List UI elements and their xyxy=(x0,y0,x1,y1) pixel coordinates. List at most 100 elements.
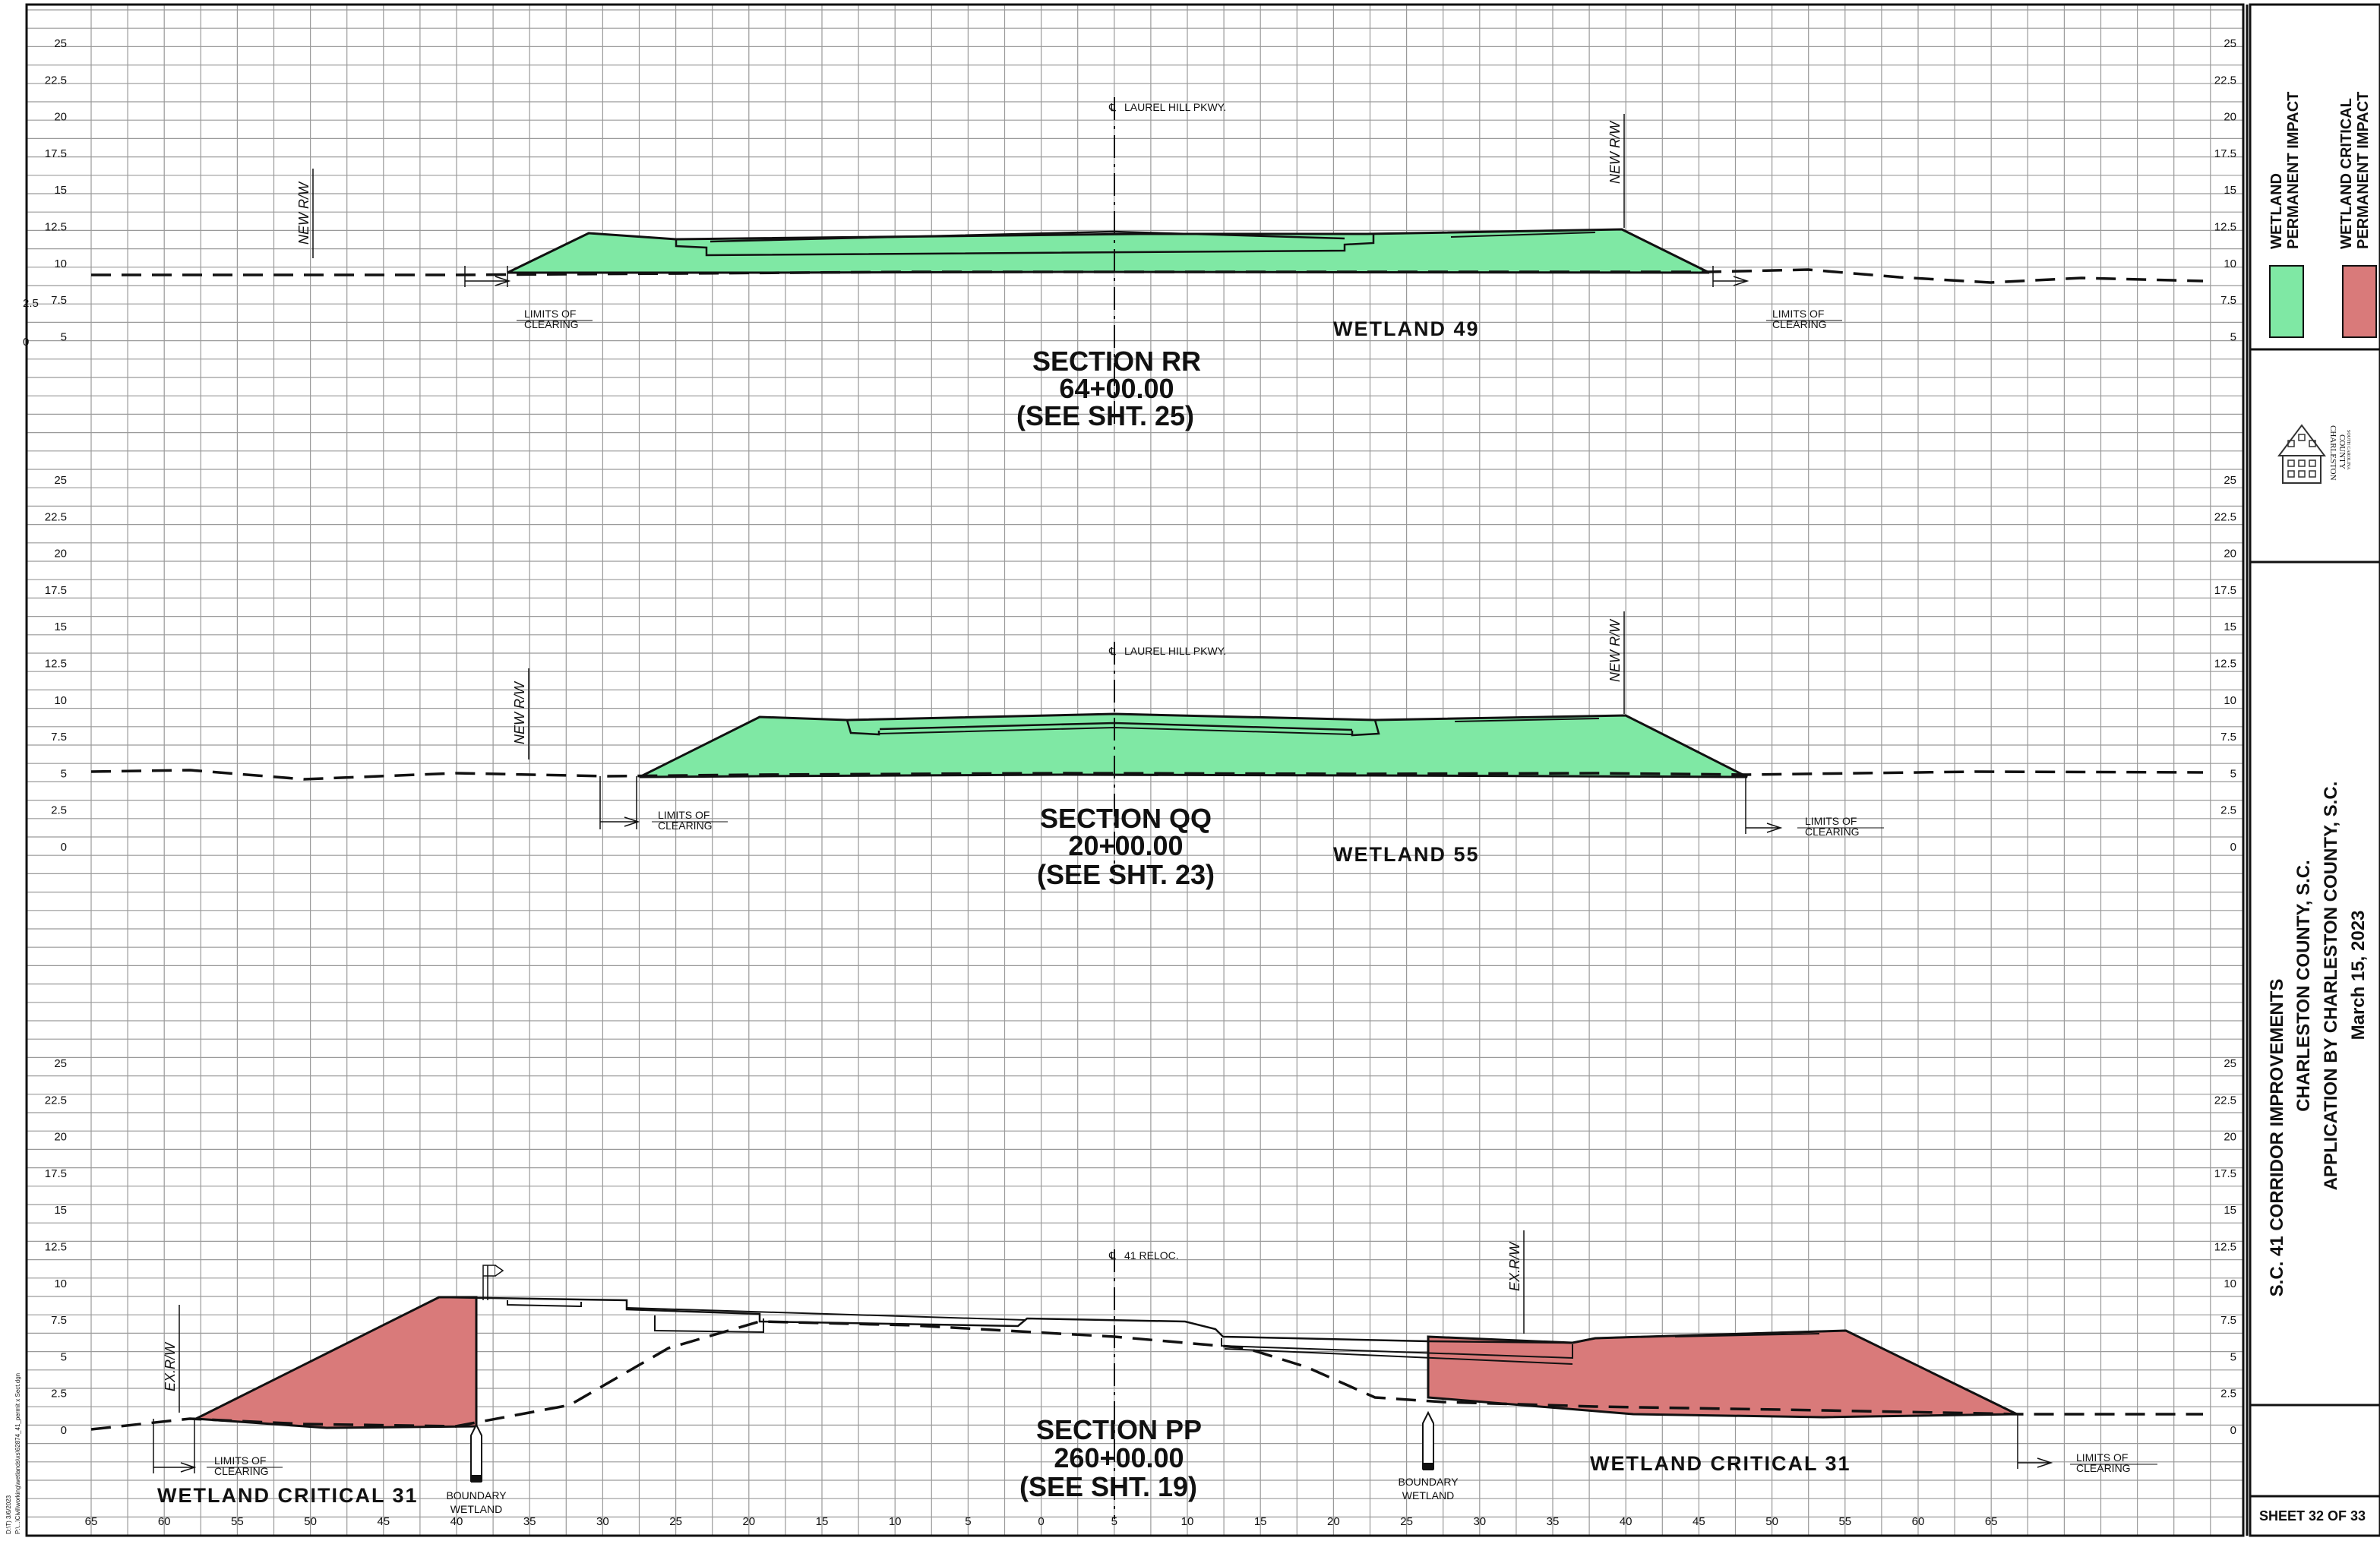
logo-line3: SOUTH CAROLINA xyxy=(2346,430,2350,470)
section-qq: ℄ LAUREL HILL PKWY. NEW R/W NEW R/W LIMI… xyxy=(90,611,2204,890)
centerline-label: 41 RELOC. xyxy=(1124,1249,1179,1262)
offset-tick-label: 5 xyxy=(965,1515,971,1528)
elevation-tick-label: 5 xyxy=(2230,1350,2236,1363)
elevation-tick-label: 15 xyxy=(54,184,67,197)
elevation-tick-label: 2.5 xyxy=(2220,804,2236,817)
wetland-critical-impact-left xyxy=(191,1296,478,1429)
section-title: SECTION RR xyxy=(1032,346,1201,377)
left-clearing-line1: LIMITS OF xyxy=(214,1454,266,1467)
offset-tick-label: 20 xyxy=(742,1515,755,1528)
section-pp: ℄ 41 RELOC. EX.R/W EX.R/W BOUNDARY WETLA… xyxy=(90,1230,2203,1519)
elevation-tick-label: 17.5 xyxy=(45,584,67,597)
wetland-label: WETLAND 55 xyxy=(1333,843,1480,866)
left-clearing-line1: LIMITS OF xyxy=(658,809,710,821)
legend-wetland-line2: PERMANENT IMPACT xyxy=(2285,92,2302,249)
elevation-tick-label: 25 xyxy=(2224,1057,2236,1070)
offset-tick-label: 30 xyxy=(596,1515,609,1528)
left-clearing-line2: CLEARING xyxy=(214,1465,269,1477)
elevation-tick-label: 12.5 xyxy=(45,1241,67,1254)
right-rw-label: NEW R/W xyxy=(1607,618,1623,682)
elevation-tick-label: 12.5 xyxy=(45,658,67,671)
right-clearing-line1: LIMITS OF xyxy=(1805,815,1857,827)
section-station: 20+00.00 xyxy=(1068,830,1183,861)
legend: WETLAND PERMANENT IMPACT WETLAND CRITICA… xyxy=(2268,92,2377,338)
elevation-tick-label: 25 xyxy=(54,1057,67,1070)
elevation-tick-label: 15 xyxy=(54,621,67,633)
offset-tick-label: 15 xyxy=(1254,1515,1267,1528)
offset-tick-label: 60 xyxy=(158,1515,171,1528)
date-line: March 15, 2023 xyxy=(2348,911,2369,1040)
right-clearing-line2: CLEARING xyxy=(2076,1462,2131,1474)
elevation-tick-label: 10 xyxy=(54,1277,67,1290)
offset-tick-label: 25 xyxy=(669,1515,682,1528)
elevation-tick-label: 12.5 xyxy=(2214,658,2236,671)
offset-tick-label: 30 xyxy=(1473,1515,1486,1528)
offset-tick-label: 10 xyxy=(1181,1515,1194,1528)
grid xyxy=(27,5,2243,1536)
title-text: S.C. 41 CORRIDOR IMPROVEMENTS CHARLESTON… xyxy=(2267,782,2369,1297)
left-rw-label: EX.R/W xyxy=(163,1341,178,1391)
logo-line1: CHARLESTON xyxy=(2328,425,2337,481)
elevation-tick-label: 2.5 xyxy=(2220,1388,2236,1400)
elevation-tick-label: 7.5 xyxy=(2220,731,2236,744)
offset-tick-label: 55 xyxy=(231,1515,244,1528)
offset-tick-label: 5 xyxy=(1111,1515,1117,1528)
elevation-tick-label: 5 xyxy=(61,1350,67,1363)
left-clearing-line1: LIMITS OF xyxy=(524,308,576,320)
elevation-tick-label: 7.5 xyxy=(2220,1314,2236,1327)
section-station: 260+00.00 xyxy=(1054,1442,1184,1473)
elevation-tick-label: 10 xyxy=(54,257,67,270)
legend-wetland-swatch xyxy=(2269,265,2304,338)
elevation-tick-label: 25 xyxy=(54,37,67,50)
elevation-tick-label: 25 xyxy=(2224,474,2236,487)
centerline-symbol: ℄ xyxy=(1108,101,1116,113)
county-logo: CHARLESTON COUNTY SOUTH CAROLINA xyxy=(2277,424,2350,484)
elevation-tick-label: 5 xyxy=(2230,330,2236,343)
elevation-tick-label: 2.5 xyxy=(51,804,67,817)
wetland-label-right: WETLAND CRITICAL 31 xyxy=(1590,1452,1851,1475)
elevation-tick-label: 10 xyxy=(2224,694,2236,707)
elevation-tick-label: 10 xyxy=(2224,1277,2236,1290)
plot-stamp-date: D:\T) 3/6/2023 xyxy=(5,1495,12,1534)
elevation-tick-label: 7.5 xyxy=(2220,294,2236,307)
elevation-tick-label: 20 xyxy=(54,1131,67,1144)
left-clearing-line2: CLEARING xyxy=(658,819,713,832)
centerline-label: LAUREL HILL PKWY. xyxy=(1124,645,1226,657)
left-boundary-line2: WETLAND xyxy=(450,1503,502,1515)
right-rw-label: NEW R/W xyxy=(1607,120,1623,184)
elevation-tick-label: 20 xyxy=(2224,548,2236,561)
legend-critical-swatch xyxy=(2342,265,2377,338)
elevation-tick-label: 15 xyxy=(2224,1204,2236,1217)
wetland-critical-impact-right xyxy=(1427,1329,2018,1419)
logo-line2: COUNTY xyxy=(2337,434,2347,469)
offset-tick-label: 10 xyxy=(889,1515,902,1528)
right-clearing-line2: CLEARING xyxy=(1805,826,1860,838)
elevation-tick-label: 20 xyxy=(54,111,67,124)
drawing-border xyxy=(25,3,2245,1537)
legend-critical-line1: WETLAND CRITICAL xyxy=(2338,98,2355,249)
elevation-tick-label: 0 xyxy=(2230,841,2236,854)
application-line: APPLICATION BY CHARLESTON COUNTY, S.C. xyxy=(2321,782,2341,1191)
elevation-tick-label: 25 xyxy=(54,474,67,487)
section-title: SECTION QQ xyxy=(1040,803,1212,834)
offset-tick-label: 50 xyxy=(1765,1515,1778,1528)
elevation-tick-label: 10 xyxy=(54,694,67,707)
right-rw-label: EX.R/W xyxy=(1507,1241,1522,1291)
elevation-tick-label: 0 xyxy=(23,336,29,349)
centerline-symbol: ℄ xyxy=(1108,1249,1116,1262)
wetland-label-left: WETLAND CRITICAL 31 xyxy=(157,1484,419,1507)
section-title: SECTION PP xyxy=(1036,1414,1202,1445)
offset-tick-label: 25 xyxy=(1400,1515,1413,1528)
elevation-tick-label: 7.5 xyxy=(51,1314,67,1327)
elevation-tick-label: 12.5 xyxy=(2214,1241,2236,1254)
elevation-tick-label: 0 xyxy=(61,1424,67,1437)
elevation-tick-label: 10 xyxy=(2224,257,2236,270)
elevation-tick-label: 2.5 xyxy=(51,1388,67,1400)
elevation-tick-label: 7.5 xyxy=(51,731,67,744)
elevation-tick-label: 22.5 xyxy=(45,1094,67,1107)
offset-tick-label: 0 xyxy=(1038,1515,1044,1528)
elevation-tick-label: 17.5 xyxy=(2214,147,2236,160)
elevation-tick-label: 5 xyxy=(61,767,67,780)
section-reference: (SEE SHT. 25) xyxy=(1016,400,1194,431)
